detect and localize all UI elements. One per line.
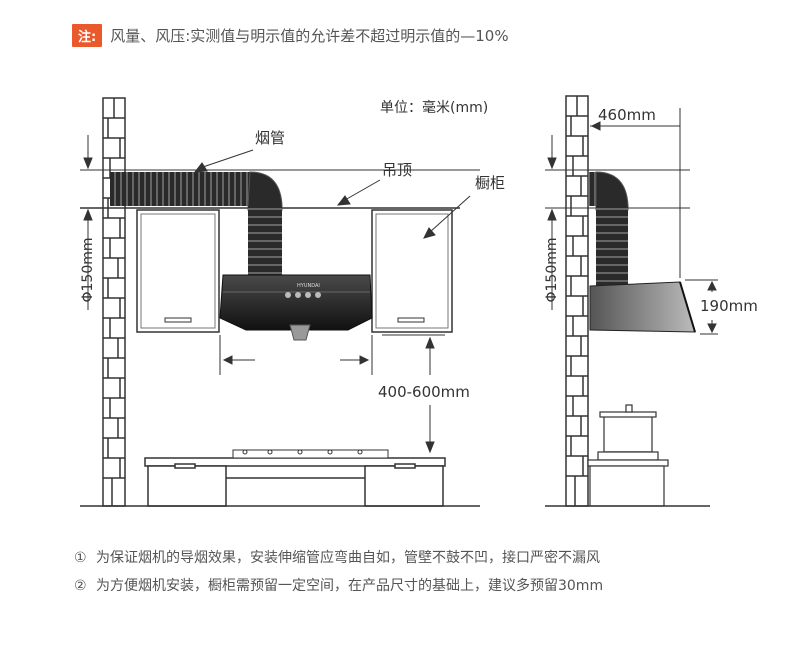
pot: [599, 404, 657, 453]
height-label: 190mm: [700, 297, 758, 315]
footnotes: ① 为保证烟机的导烟效果，安装伸缩管应弯曲自如，管壁不鼓不凹，接口严密不漏风 ②…: [74, 544, 603, 600]
note-text: 风量、风压:实测值与明示值的允许差不超过明示值的—10%: [110, 26, 509, 45]
depth-dimension: [590, 108, 681, 278]
footnote-1: ① 为保证烟机的导烟效果，安装伸缩管应弯曲自如，管壁不鼓不凹，接口严密不漏风: [74, 544, 603, 572]
note-bar: 注: 风量、风压:实测值与明示值的允许差不超过明示值的—10%: [72, 22, 509, 48]
range-hood-side: [589, 281, 696, 333]
right-brick-wall: [565, 95, 589, 507]
duct-label: 烟管: [255, 129, 285, 147]
left-duct-bend: [247, 171, 283, 211]
cabinet-pointer: [423, 195, 471, 239]
left-brick-wall: [102, 97, 126, 507]
right-duct-dimension: [547, 135, 557, 310]
ceiling-label: 吊顶: [382, 161, 412, 179]
right-duct-bend: [595, 171, 629, 211]
unit-label: 单位：毫米(mm): [380, 99, 488, 116]
hood-brand-label: HYUNDAI: [297, 283, 320, 289]
right-wall-cabinet: [371, 209, 453, 333]
footnote-number: ①: [74, 550, 87, 566]
right-duct-size-label: Φ150mm: [544, 237, 560, 302]
footnote-number: ②: [74, 578, 87, 594]
left-wall-cabinet: [136, 209, 220, 333]
left-duct-size-label: Φ150mm: [80, 237, 96, 302]
footnote-2: ② 为方便烟机安装，橱柜需预留一定空间，在产品尺寸的基础上，建议多预留30mm: [74, 572, 603, 600]
depth-label: 460mm: [598, 106, 656, 124]
left-duct-vertical: [248, 206, 282, 278]
footnote-text: 为保证烟机的导烟效果，安装伸缩管应弯曲自如，管壁不鼓不凹，接口严密不漏风: [96, 550, 600, 566]
footnote-text: 为方便烟机安装，橱柜需预留一定空间，在产品尺寸的基础上，建议多预留30mm: [96, 578, 604, 594]
cabinet-label: 橱柜: [475, 174, 505, 192]
cooktop: [232, 449, 389, 459]
right-duct-horizontal: [588, 172, 598, 206]
duct-pointer: [193, 149, 254, 173]
left-duct-horizontal: [110, 172, 250, 206]
gap-label: 400-600mm: [378, 383, 470, 401]
cabinet-gap-arrows: [219, 335, 373, 375]
height-dimension: [685, 279, 718, 335]
right-counter: [587, 451, 669, 507]
installation-diagram: Φ150mm HYUNDAI: [80, 95, 758, 507]
hood-height-dimension: [382, 334, 445, 454]
range-hood-front: HYUNDAI: [219, 274, 373, 341]
right-duct-vertical: [596, 206, 628, 286]
left-counter: [144, 457, 446, 507]
note-badge: 注:: [72, 23, 103, 47]
left-duct-dimension: [83, 135, 93, 310]
ceiling-pointer: [336, 179, 381, 206]
